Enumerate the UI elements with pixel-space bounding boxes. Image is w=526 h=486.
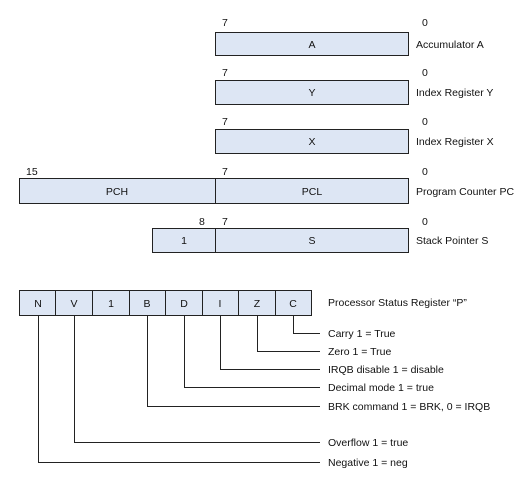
leader-line-irqb xyxy=(220,315,320,370)
register-name: Program Counter PC xyxy=(416,186,514,198)
register-cell-label: PCH xyxy=(106,186,128,198)
flag-description-brk: BRK command 1 = BRK, 0 = IRQB xyxy=(328,401,490,413)
register-cell xyxy=(215,129,409,154)
register-index-x: 7 0 X Index Register X xyxy=(215,116,494,154)
leader-line-decimal xyxy=(184,315,320,388)
register-cell-label: Y xyxy=(308,87,315,99)
register-cell xyxy=(215,32,409,56)
register-cell-label: 1 xyxy=(181,235,187,247)
status-bit-d: D xyxy=(180,298,188,310)
status-bit-cell xyxy=(92,290,130,316)
leader-line-negative xyxy=(38,315,320,463)
leader-line-zero xyxy=(257,315,320,352)
status-bit-n: N xyxy=(34,298,42,310)
register-cell xyxy=(215,80,409,105)
bit-label-high: 7 xyxy=(222,17,228,29)
register-cell-label: S xyxy=(308,235,315,247)
leader-line-brk xyxy=(147,315,320,407)
bit-label-low: 0 xyxy=(422,17,428,29)
status-bit-c: C xyxy=(289,298,297,310)
status-bit-cell xyxy=(55,290,93,316)
bit-label-high: 7 xyxy=(222,67,228,79)
register-cell-label: PCL xyxy=(302,186,323,198)
flag-description-carry: Carry 1 = True xyxy=(328,328,396,340)
status-bit-cell xyxy=(129,290,166,316)
bit-label-mid: 7 xyxy=(222,166,228,178)
register-cell-label: X xyxy=(308,136,315,148)
register-program-counter: 15 7 0 PCH PCL Program Counter PC xyxy=(19,166,514,204)
flag-description-irqb: IRQB disable 1 = disable xyxy=(328,364,444,376)
register-name: Index Register Y xyxy=(416,87,493,99)
flag-description-decimal: Decimal mode 1 = true xyxy=(328,382,434,394)
register-accumulator: 7 0 A Accumulator A xyxy=(215,17,484,56)
status-register: N V 1 B D I Z C Processor Status Registe… xyxy=(19,290,490,469)
register-cell-low xyxy=(215,178,409,204)
bit-label-high: 8 xyxy=(199,216,205,228)
bit-label-low: 0 xyxy=(422,216,428,228)
bit-label-low: 0 xyxy=(422,67,428,79)
bit-label-low: 0 xyxy=(422,166,428,178)
register-name: Stack Pointer S xyxy=(416,235,488,247)
leader-line-carry xyxy=(293,315,320,334)
flag-description-zero: Zero 1 = True xyxy=(328,346,391,358)
flag-description-overflow: Overflow 1 = true xyxy=(328,437,408,449)
status-bit-cell xyxy=(275,290,312,316)
bit-label-low: 0 xyxy=(422,116,428,128)
status-register-title: Processor Status Register “P” xyxy=(328,297,467,309)
status-bit-cell xyxy=(202,290,239,316)
bit-label-high: 15 xyxy=(26,166,38,178)
leader-line-overflow xyxy=(74,315,320,443)
bit-label-high: 7 xyxy=(222,116,228,128)
status-bit-b: B xyxy=(143,298,150,310)
bit-label-mid: 7 xyxy=(222,216,228,228)
status-bit-z: Z xyxy=(254,298,261,310)
status-bit-v: V xyxy=(70,298,77,310)
register-cell-high xyxy=(19,178,216,204)
register-stack-pointer: 8 7 0 1 S Stack Pointer S xyxy=(152,216,488,253)
status-bit-cell xyxy=(238,290,276,316)
register-name: Accumulator A xyxy=(416,39,484,51)
status-bit-i: I xyxy=(219,298,222,310)
register-index-y: 7 0 Y Index Register Y xyxy=(215,67,493,105)
register-cell-label: A xyxy=(308,39,315,51)
register-cell-low xyxy=(215,228,409,253)
flag-description-negative: Negative 1 = neg xyxy=(328,457,408,469)
register-name: Index Register X xyxy=(416,136,494,148)
status-bit-unused: 1 xyxy=(108,298,114,310)
register-cell-high xyxy=(152,228,216,253)
